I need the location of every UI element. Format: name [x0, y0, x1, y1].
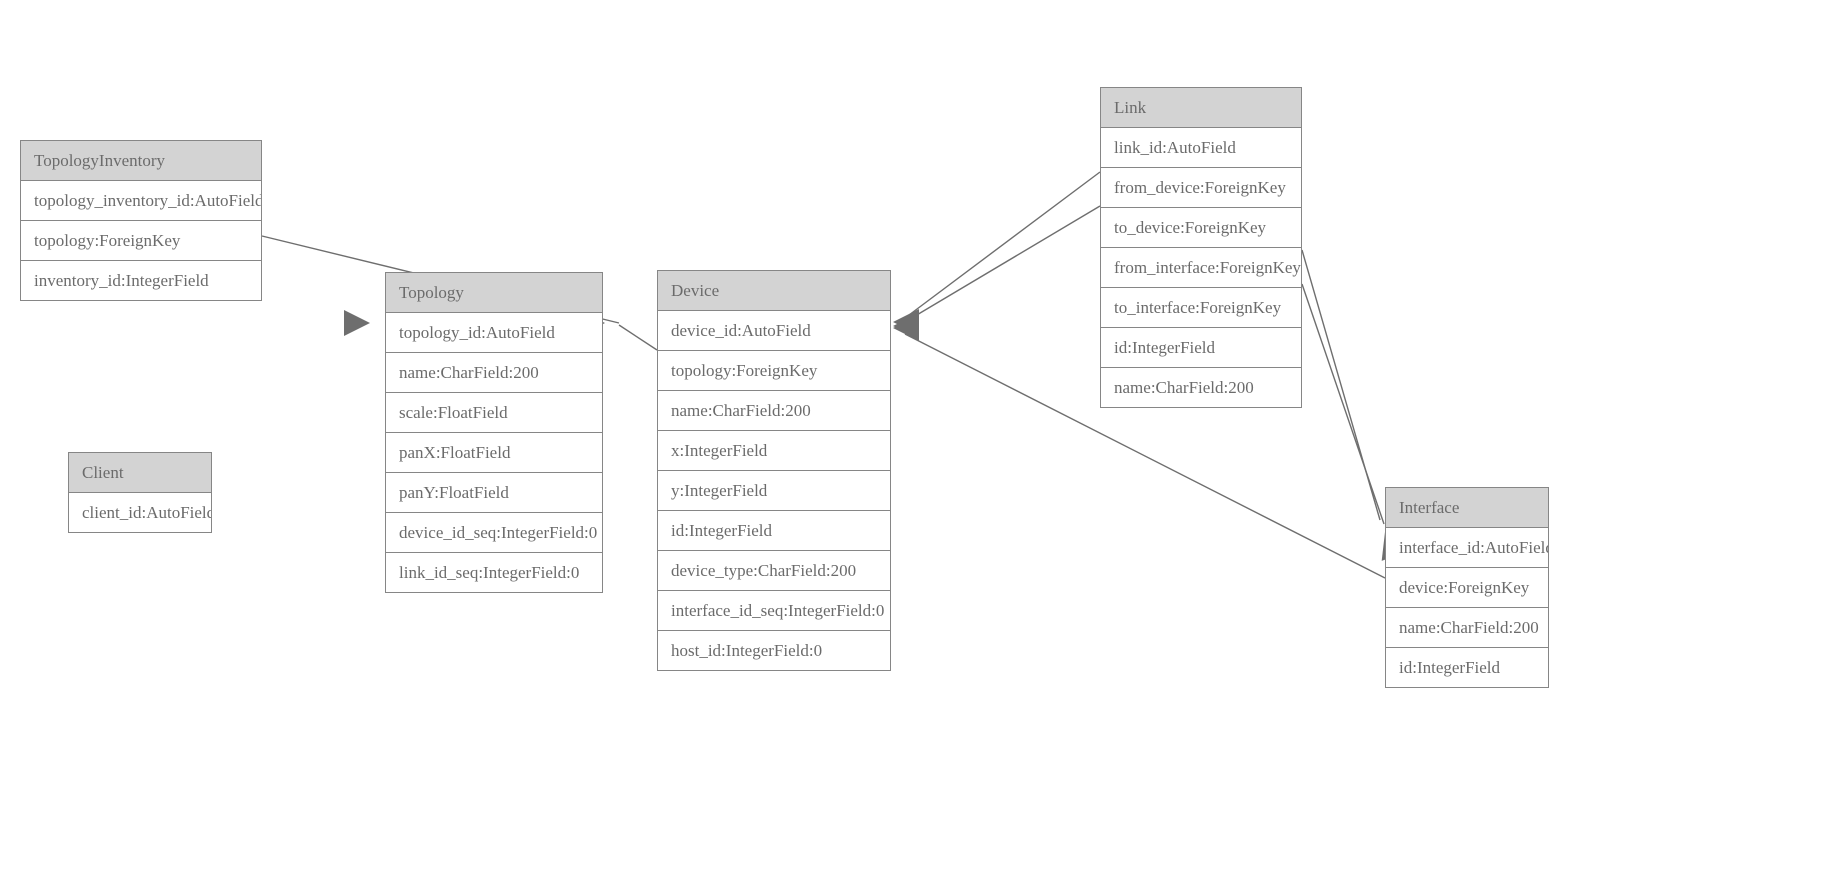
entity-field: name:CharField:200: [658, 391, 890, 431]
entity-field: to_interface:ForeignKey: [1101, 288, 1301, 328]
relationship-edge-link-to-interface: [1301, 283, 1385, 525]
relationship-arrowhead: [893, 309, 919, 335]
entity-title: TopologyInventory: [21, 141, 261, 181]
entity-field: device_type:CharField:200: [658, 551, 890, 591]
relationship-edge-link-to-device: [904, 171, 1101, 319]
entity-field: topology_inventory_id:AutoField: [21, 181, 261, 221]
entity-field: link_id_seq:IntegerField:0: [386, 553, 602, 592]
entity-field: interface_id_seq:IntegerField:0: [658, 591, 890, 631]
entity-field: topology:ForeignKey: [21, 221, 261, 261]
entity-field: device_id:AutoField: [658, 311, 890, 351]
entity-field: from_device:ForeignKey: [1101, 168, 1301, 208]
entity-field: device:ForeignKey: [1386, 568, 1548, 608]
relationship-arrowhead: [893, 315, 919, 341]
entity-field: topology:ForeignKey: [658, 351, 890, 391]
entity-title: Client: [69, 453, 211, 493]
entity-field: to_device:ForeignKey: [1101, 208, 1301, 248]
entity-field: name:CharField:200: [1101, 368, 1301, 407]
entity-field: id:IntegerField: [1386, 648, 1548, 687]
entity-field: topology_id:AutoField: [386, 313, 602, 353]
entity-field: inventory_id:IntegerField: [21, 261, 261, 300]
entity-field: host_id:IntegerField:0: [658, 631, 890, 670]
entity-field: device_id_seq:IntegerField:0: [386, 513, 602, 553]
entity-field: from_interface:ForeignKey: [1101, 248, 1301, 288]
entity-field: link_id:AutoField: [1101, 128, 1301, 168]
entity-field: id:IntegerField: [1101, 328, 1301, 368]
entity-field: name:CharField:200: [1386, 608, 1548, 648]
relationship-arrowhead: [893, 313, 919, 339]
entity-field: client_id:AutoField: [69, 493, 211, 532]
relationship-edge-device-to-topology: [618, 324, 658, 351]
entity-field: interface_id:AutoField: [1386, 528, 1548, 568]
entity-field: name:CharField:200: [386, 353, 602, 393]
relationship-edge-link-to-device: [904, 205, 1101, 323]
entity-title: Topology: [386, 273, 602, 313]
entity-title: Device: [658, 271, 890, 311]
relationship-arrowhead: [344, 310, 370, 336]
relationship-edge-link-to-interface: [1301, 249, 1381, 521]
entity-field: id:IntegerField: [658, 511, 890, 551]
entity-field: panX:FloatField: [386, 433, 602, 473]
entity-field: scale:FloatField: [386, 393, 602, 433]
entity-field: x:IntegerField: [658, 431, 890, 471]
entity-field: panY:FloatField: [386, 473, 602, 513]
entity-field: y:IntegerField: [658, 471, 890, 511]
entity-title: Link: [1101, 88, 1301, 128]
entity-title: Interface: [1386, 488, 1548, 528]
